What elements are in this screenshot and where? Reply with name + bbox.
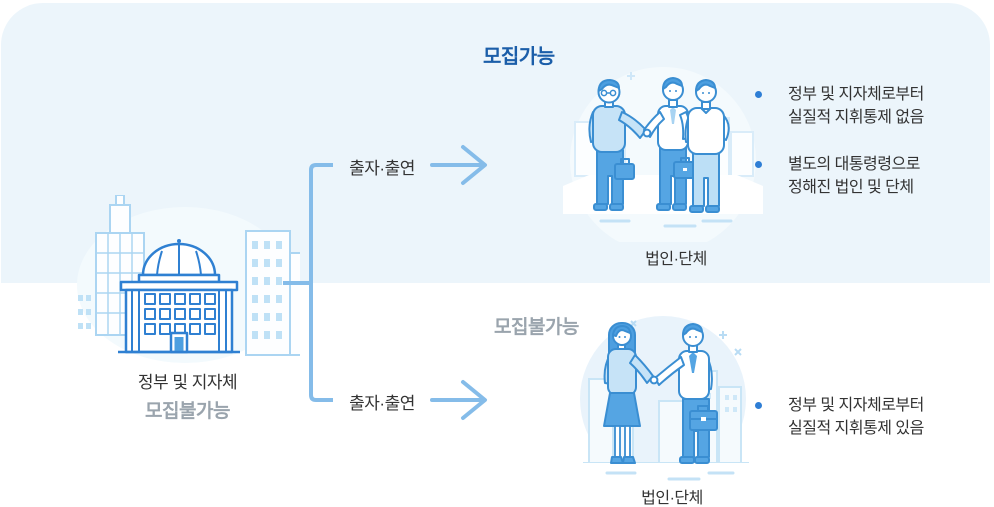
bullet-item: 정부 및 지자체로부터 실질적 지휘통제 있음	[755, 394, 924, 440]
bullet-dot-icon	[755, 161, 762, 168]
bullet-line: 별도의 대통령령으로	[788, 156, 920, 173]
bullet-line: 정부 및 지자체로부터	[788, 86, 924, 103]
handshake	[649, 375, 659, 385]
entity-label-bottom: 법인·단체	[641, 490, 703, 507]
bullet-dot-icon	[755, 402, 762, 409]
bullet-line: 정부 및 지자체로부터	[788, 397, 924, 414]
bullet-dot-icon	[755, 91, 762, 98]
branch-label-bottom: 출자·출연	[349, 394, 415, 413]
source-label: 정부 및 지자체	[137, 373, 238, 392]
skyline-windows	[697, 379, 737, 412]
impossible-title: 모집불가능	[494, 317, 579, 338]
person-woman	[603, 322, 654, 464]
possible-bullet-list: 정부 및 지자체로부터 실질적 지휘통제 없음 별도의 대통령령으로 정해진 법…	[755, 83, 924, 199]
illustration-bg-circle	[580, 316, 746, 482]
sparkle-icon	[630, 320, 742, 356]
skyline	[583, 370, 749, 464]
ground-lines	[605, 471, 735, 481]
bullet-item: 별도의 대통령령으로 정해진 법인 및 단체	[755, 153, 924, 199]
man-woman-handshake-illustration	[573, 316, 758, 485]
person-man	[649, 323, 718, 464]
bullet-line: 실질적 지휘통제 없음	[788, 109, 924, 126]
source-status: 모집불가능	[145, 401, 230, 422]
right-arrow-bottom	[430, 380, 487, 420]
building-door	[169, 331, 189, 354]
entity-label-top: 법인·단체	[645, 251, 707, 268]
branch-label-top: 출자·출연	[349, 159, 415, 178]
bullet-item: 정부 및 지자체로부터 실질적 지휘통제 없음	[755, 83, 924, 129]
briefcase-icon	[689, 410, 718, 431]
impossible-bullet-list: 정부 및 지자체로부터 실질적 지휘통제 있음	[755, 394, 924, 440]
ground	[573, 463, 758, 485]
possible-title: 모집가능	[483, 46, 555, 68]
bullet-line: 정해진 법인 및 단체	[788, 179, 914, 196]
building-windows	[144, 293, 216, 335]
bullet-line: 실질적 지휘통제 있음	[788, 420, 924, 437]
